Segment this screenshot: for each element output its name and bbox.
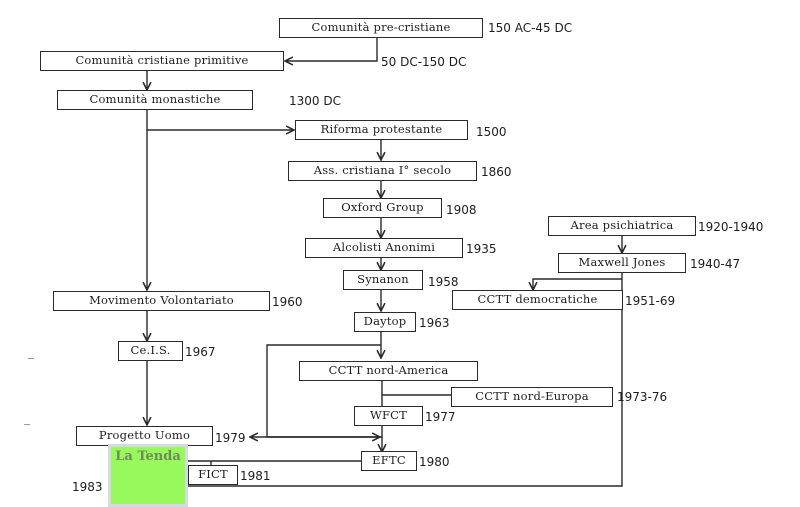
edge-maxwell-trunk [188,272,623,487]
node-la-tenda-highlight: La Tenda [108,444,188,507]
date-pre-cristiane: 150 AC-45 DC [488,21,573,35]
node-cctt-nord-europa: CCTT nord-Europa [451,387,613,407]
date-area-psichiatrica: 1920-1940 [698,220,764,234]
node-ass-cristiana: Ass. cristiana I° secolo [288,161,477,181]
node-ceis: Ce.I.S. [118,341,183,361]
node-eftc: EFTC [361,451,417,471]
node-maxwell: Maxwell Jones [558,253,686,273]
date-monastiche: 1300 DC [289,94,341,108]
node-cristiane-primitive: Comunità cristiane primitive [40,51,284,71]
date-riforma: 1500 [476,125,507,139]
date-wfct: 1977 [425,410,456,424]
node-area-psichiatrica: Area psichiatrica [548,216,696,236]
date-daytop: 1963 [419,316,450,330]
date-oxford: 1908 [446,203,477,217]
scan-artifact [28,358,34,359]
node-alcolisti: Alcolisti Anonimi [305,238,463,258]
node-wfct: WFCT [354,406,423,426]
node-riforma: Riforma protestante [295,120,468,140]
edge-monastiche-to-riforma [146,109,294,130]
node-cctt-nord-america: CCTT nord-America [299,361,478,381]
node-pre-cristiane: Comunità pre-cristiane [279,18,483,38]
edge-maxwell-to-democratiche [533,278,622,290]
edge-pre-cristiane-to-primitive [285,37,378,61]
date-alcolisti: 1935 [466,242,497,256]
scan-artifact [24,424,30,425]
node-progetto-uomo: Progetto Uomo [76,426,213,446]
node-oxford: Oxford Group [323,198,442,218]
date-la-tenda: 1983 [72,480,103,494]
edge-daytop-to-progetto [266,344,381,437]
node-daytop: Daytop [354,312,416,332]
date-volontariato: 1960 [272,295,303,309]
date-ass-cristiana: 1860 [481,165,512,179]
node-synanon: Synanon [343,270,423,290]
date-maxwell: 1940-47 [690,257,741,271]
node-fict: FICT [188,465,238,485]
date-fict: 1981 [240,469,271,483]
date-cctt-democratiche: 1951-69 [625,294,676,308]
node-monastiche: Comunità monastiche [57,90,253,110]
node-cctt-democratiche: CCTT democratiche [452,290,623,310]
date-synanon: 1958 [428,275,459,289]
date-eftc: 1980 [419,455,450,469]
edge-nord-america-to-nord-europa [381,381,452,396]
date-ceis: 1967 [185,345,216,359]
date-progetto-uomo: 1979 [215,431,246,445]
date-cctt-nord-europa: 1973-76 [617,390,668,404]
date-cristiane-primitive: 50 DC-150 DC [381,55,467,69]
node-volontariato: Movimento Volontariato [53,291,270,311]
